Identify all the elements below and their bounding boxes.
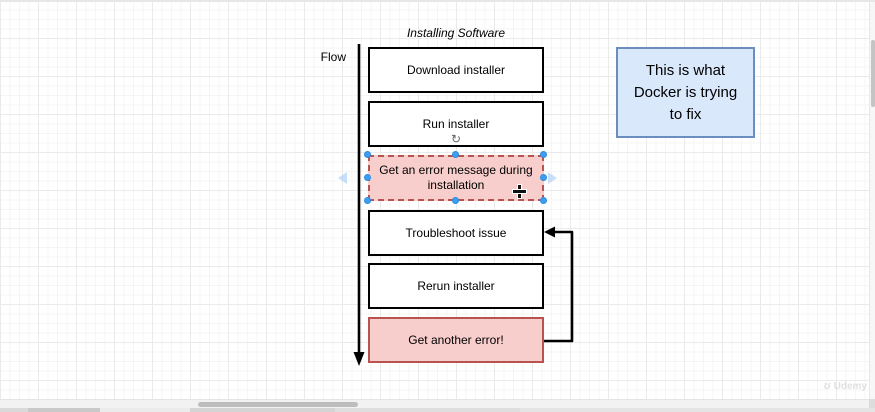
flow-step-troubleshoot-issue[interactable]: Troubleshoot issue bbox=[368, 210, 544, 256]
udemy-watermark: ʊ Udemy bbox=[824, 380, 867, 392]
bottom-edge-segment bbox=[100, 408, 190, 412]
flow-direction-arrow[interactable] bbox=[351, 42, 367, 368]
step-label: Download installer bbox=[406, 62, 506, 77]
flow-step-rerun-installer[interactable]: Rerun installer bbox=[368, 263, 544, 309]
bottom-edge-segment bbox=[0, 408, 28, 412]
selection-handle-nw[interactable] bbox=[364, 151, 371, 158]
flow-step-download-installer[interactable]: Download installer bbox=[368, 47, 544, 93]
canvas-top-edge bbox=[0, 0, 875, 2]
step-label: Get an error message during installation bbox=[379, 163, 533, 192]
note-text: This is what Docker is trying to fix bbox=[633, 61, 738, 123]
connect-arrow-left-icon[interactable] bbox=[338, 172, 347, 184]
step-label: Get another error! bbox=[408, 332, 504, 347]
selection-handle-se[interactable] bbox=[540, 197, 547, 204]
bottom-edge-segment bbox=[190, 408, 335, 412]
flow-axis-label[interactable]: Flow bbox=[320, 50, 346, 64]
selection-handle-n[interactable] bbox=[452, 151, 459, 158]
scrollbar-corner bbox=[869, 399, 875, 412]
bottom-edge-segment bbox=[28, 408, 100, 412]
connect-arrow-right-icon[interactable] bbox=[548, 172, 557, 184]
flow-step-get-another-error[interactable]: Get another error! bbox=[368, 317, 544, 363]
vertical-scrollbar-track[interactable] bbox=[869, 2, 875, 399]
step-label: Rerun installer bbox=[417, 278, 495, 293]
bottom-edge-segment bbox=[520, 408, 875, 412]
selection-handle-ne[interactable] bbox=[540, 151, 547, 158]
horizontal-scrollbar-thumb[interactable] bbox=[198, 402, 358, 407]
flow-step-run-installer[interactable]: Run installer bbox=[368, 101, 544, 147]
step-label: Run installer bbox=[422, 116, 490, 131]
loop-back-connector[interactable] bbox=[540, 225, 580, 347]
move-cursor-icon bbox=[513, 185, 526, 198]
udemy-logo-icon: ʊ bbox=[823, 380, 831, 392]
bottom-edge-segment bbox=[335, 408, 520, 412]
window-bottom-edge bbox=[0, 408, 875, 412]
note-docker-fix[interactable]: This is what Docker is trying to fix bbox=[616, 47, 755, 138]
step-label: Troubleshoot issue bbox=[405, 225, 507, 240]
rotate-handle-icon[interactable]: ↻ bbox=[450, 132, 462, 146]
selection-handle-w[interactable] bbox=[364, 174, 371, 181]
selection-handle-s[interactable] bbox=[452, 197, 459, 204]
udemy-watermark-text: Udemy bbox=[833, 380, 867, 392]
horizontal-scrollbar-track[interactable] bbox=[0, 399, 869, 408]
selection-handle-e[interactable] bbox=[540, 174, 547, 181]
selection-handle-sw[interactable] bbox=[364, 197, 371, 204]
vertical-scrollbar-thumb[interactable] bbox=[871, 40, 875, 107]
diagram-title[interactable]: Installing Software bbox=[406, 26, 506, 40]
